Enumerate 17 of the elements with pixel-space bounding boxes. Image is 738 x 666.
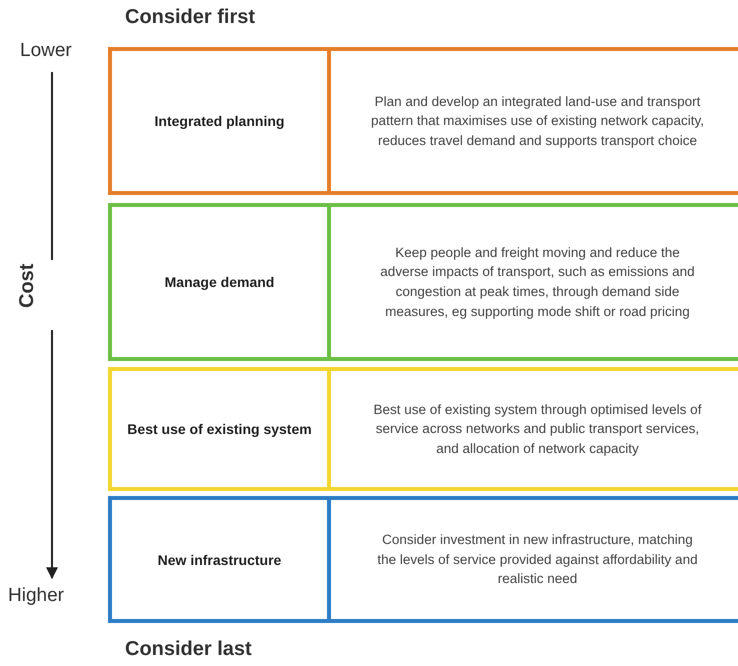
strategy-name: Integrated planning: [112, 51, 331, 191]
strategy-description: Best use of existing system through optimised levels of service across networks and public transport services, and allocation of network capacity: [372, 400, 702, 458]
scale-label: Higher: [8, 585, 64, 607]
scale-label: Lower: [20, 40, 72, 62]
strategy-name: Manage demand: [112, 207, 331, 357]
table-row: [108, 47, 738, 195]
strategy-description: Plan and develop an integrated land-use and transport pattern that maximises use of existing network capacity, reduces travel demand and supports transport choice: [370, 92, 705, 150]
table-row: [108, 203, 738, 361]
strategy-description: Consider investment in new infrastructure, matching the levels of service provided against affordability and realistic need: [376, 531, 699, 588]
heading: Consider last: [125, 638, 252, 661]
table-row: [108, 496, 738, 623]
axis-label: Cost: [16, 264, 39, 308]
strategy-name: Best use of existing system: [112, 371, 331, 487]
strategy-name: New infrastructure: [112, 500, 331, 619]
table-row: [108, 367, 738, 491]
strategy-description: Keep people and freight moving and reduce the adverse impacts of transport, such as emissions and congestion at peak times, through demand side measures, eg supporting mode shift or road pricing: [379, 244, 696, 321]
heading: Consider first: [125, 6, 256, 29]
